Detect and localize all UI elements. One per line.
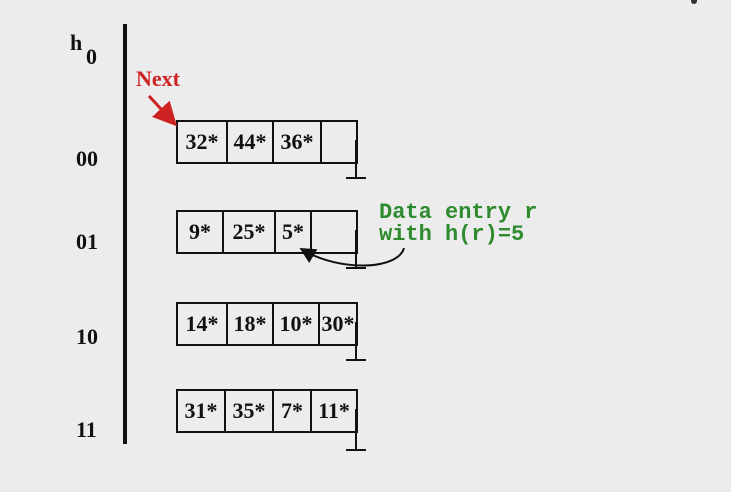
bucket-entry: 9* [178, 212, 224, 252]
bucket-entry: 7* [274, 391, 312, 431]
bucket-label-10: 10 [76, 324, 98, 349]
overflow-null-pointer-11 [346, 409, 366, 451]
annotation-arrow [299, 247, 405, 267]
bucket-entry: 5* [276, 212, 312, 252]
divider-line [123, 24, 127, 444]
annotation-line-2: with h(r)=5 [379, 222, 525, 247]
corner-mark [691, 0, 697, 4]
overflow-null-pointer-01 [346, 230, 366, 269]
bucket-entry: 10* [274, 304, 320, 344]
bucket-entry: 14* [178, 304, 228, 344]
bucket-11: 31* 35* 7* 11* [176, 389, 358, 433]
next-pointer-label: Next [136, 66, 180, 91]
next-pointer-arrow [147, 94, 178, 127]
bucket-entry: 35* [226, 391, 274, 431]
bucket-10: 14* 18* 10* 30* [176, 302, 358, 346]
hash-function-name: h [70, 30, 83, 55]
bucket-entry: 25* [224, 212, 276, 252]
bucket-entry: 11* [318, 398, 350, 423]
overflow-null-pointer-10 [346, 322, 366, 361]
data-entry-annotation: Data entry r with h(r)=5 [379, 202, 537, 246]
bucket-label-11: 11 [76, 417, 97, 442]
bucket-label-00: 00 [76, 146, 98, 171]
bucket-label-01: 01 [76, 229, 98, 254]
overflow-null-pointer-00 [346, 140, 366, 179]
bucket-entry: 31* [178, 391, 226, 431]
annotation-line-1: Data entry r [379, 200, 538, 225]
hash-function-subscript: 0 [86, 44, 97, 69]
bucket-entry: 44* [228, 122, 274, 162]
bucket-entry: 36* [274, 122, 322, 162]
bucket-entry: 32* [178, 122, 228, 162]
bucket-entry: 18* [228, 304, 274, 344]
bucket-01: 9* 25* 5* [176, 210, 358, 254]
bucket-entry: 30* [321, 311, 355, 336]
